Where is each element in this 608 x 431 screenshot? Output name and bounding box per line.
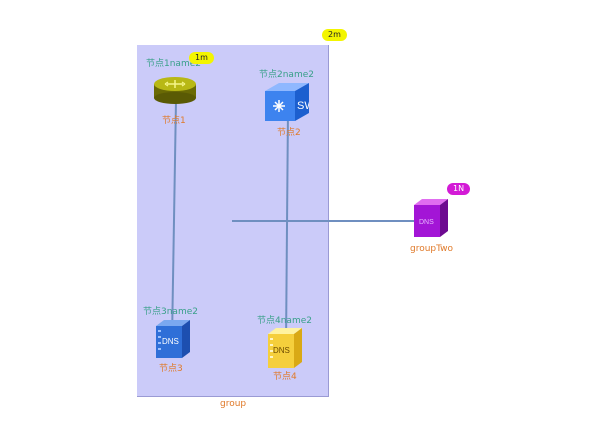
node3-label: 节点3 — [159, 364, 183, 374]
node4-label: 节点4 — [273, 372, 297, 382]
group-badge: 2m — [322, 29, 347, 41]
group-two-icon[interactable]: DNS — [414, 199, 450, 241]
switch-icon[interactable]: SW — [265, 83, 315, 127]
node3-name2: 节点3name2 — [143, 307, 198, 317]
group-two-label: groupTwo — [410, 244, 454, 254]
node4-name2: 节点4name2 — [257, 316, 312, 326]
link-node2-node4 — [285, 107, 289, 346]
dns-server-icon[interactable]: DNS — [266, 326, 304, 374]
node1-name2: 节点1name2 — [146, 59, 201, 69]
dns-icon-text: DNS — [273, 346, 290, 355]
node2-name2: 节点2name2 — [259, 70, 314, 80]
group-two-badge: 1N — [447, 183, 471, 195]
switch-icon-text: SW — [297, 100, 309, 112]
group-two-icon-text: DNS — [419, 219, 434, 226]
dns-icon-text: DNS — [162, 337, 179, 346]
router-icon[interactable] — [152, 76, 198, 110]
node2-label: 节点2 — [277, 128, 301, 138]
group-label: group — [220, 399, 247, 409]
node1-badge: 1m — [189, 52, 214, 64]
node1-label: 节点1 — [162, 116, 186, 126]
link-node1-node3 — [171, 99, 177, 341]
dns-server-icon[interactable]: DNS — [156, 320, 190, 362]
